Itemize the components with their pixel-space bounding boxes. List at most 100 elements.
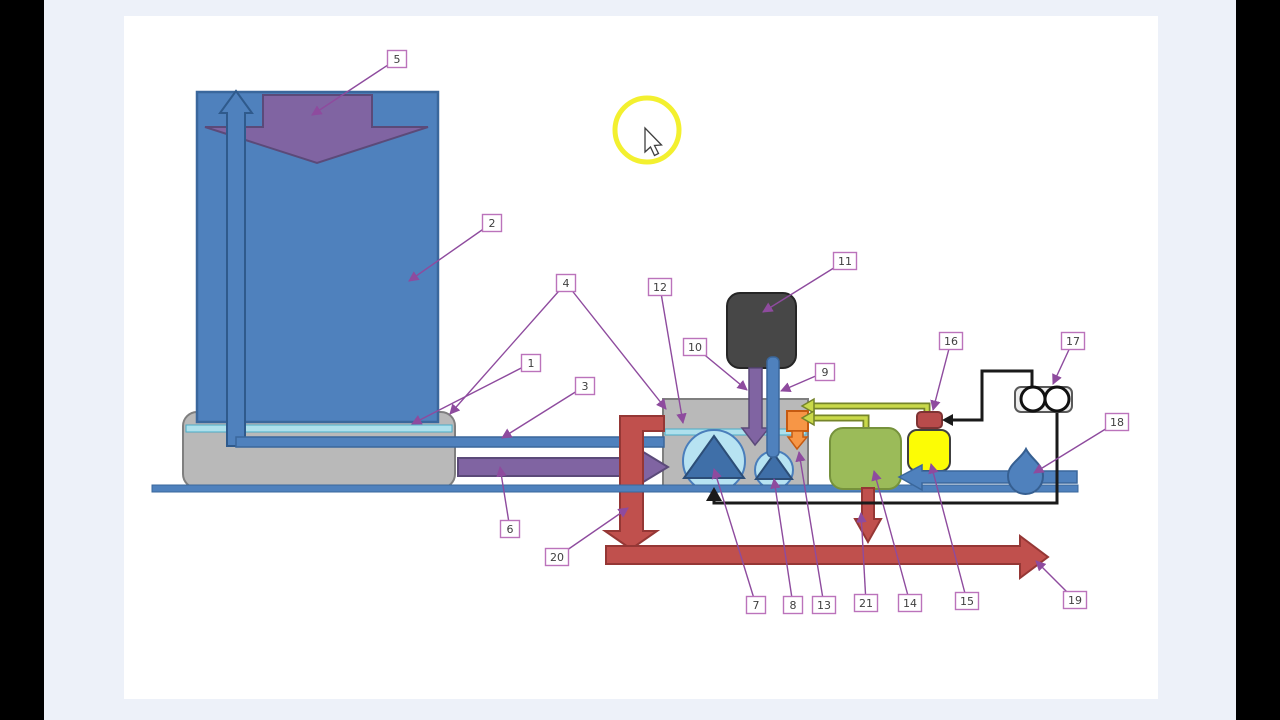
callout-number: 14 (903, 597, 917, 610)
callout-box (1062, 590, 1088, 610)
blue-return-pipe (766, 356, 780, 458)
callout-20: 20 (544, 507, 629, 567)
callout-number: 8 (790, 599, 797, 612)
air-down-arrow (204, 94, 429, 165)
signal-arrowhead-left (942, 414, 953, 426)
callout-box (386, 49, 408, 69)
chemical-drain-pipe (853, 487, 883, 545)
callout-number: 2 (489, 217, 496, 230)
signal-arrowhead-up (706, 487, 722, 501)
callout-leader-line (795, 450, 825, 606)
callout-17: 17 (1052, 331, 1086, 385)
callout-box (782, 595, 804, 615)
callout-15: 15 (928, 462, 980, 611)
chemical-tank-green (829, 427, 902, 490)
dosing-line-a (812, 404, 929, 413)
callout-box (499, 519, 521, 539)
callout-10: 10 (682, 337, 748, 391)
callout-1: 1 (411, 353, 542, 425)
callout-box (544, 547, 570, 567)
callout-leader-line (565, 282, 667, 410)
sensor-dial-left (1019, 385, 1047, 413)
callout-number: 1 (528, 357, 535, 370)
callout-number: 19 (1068, 594, 1082, 607)
callout-number: 11 (838, 255, 852, 268)
callout-box (897, 593, 923, 613)
callout-box (811, 595, 837, 615)
ground-line (151, 484, 1079, 493)
callout-number: 13 (817, 599, 831, 612)
callout-number: 4 (563, 277, 570, 290)
callout-number: 17 (1066, 335, 1080, 348)
pump-tank-water-level (664, 428, 807, 436)
callout-leader-line (711, 467, 757, 606)
purple-feed-pipe (740, 367, 771, 447)
letterbox-right (1236, 0, 1280, 720)
callout-leader-line (871, 469, 911, 604)
callout-21: 21 (853, 511, 879, 613)
chemical-tank-yellow (907, 429, 951, 472)
callout-4: 4 (449, 273, 667, 415)
callout-number: 15 (960, 595, 974, 608)
callout-leader-line (1033, 421, 1118, 474)
callout-box (853, 593, 879, 613)
callout-2: 2 (408, 213, 503, 282)
callout-box (647, 277, 673, 297)
callout-leader-line (411, 362, 532, 425)
callout-leader-line (501, 385, 586, 439)
callout-leader-line (496, 465, 511, 530)
signal-line-valve (952, 369, 1034, 422)
callout-box (574, 376, 596, 396)
dosing-valve (916, 411, 943, 429)
callout-box (938, 331, 964, 351)
callout-14: 14 (871, 469, 923, 613)
callout-3: 3 (501, 376, 596, 439)
callout-leader-line (408, 222, 493, 282)
callout-11: 11 (762, 251, 858, 313)
callout-7: 7 (711, 467, 767, 615)
callout-leader-line (762, 260, 846, 313)
callout-leader-line (659, 286, 687, 425)
callout-leader-line (770, 477, 794, 606)
arrow-pointer-icon[interactable] (644, 126, 663, 157)
callout-leader-line (311, 58, 398, 116)
callout-number: 16 (944, 335, 958, 348)
dosing-arrowhead-a (800, 397, 815, 415)
callout-leader-line (928, 462, 968, 602)
callout-leader-line (856, 511, 867, 604)
injector-box (786, 410, 809, 432)
motor-box (726, 292, 797, 369)
callout-number: 20 (550, 551, 564, 564)
callout-number: 7 (753, 599, 760, 612)
callout-box (481, 213, 503, 233)
suction-pipe (235, 436, 665, 448)
callout-box (1060, 331, 1086, 351)
yellow-ring-icon (612, 95, 682, 165)
callout-box (954, 591, 980, 611)
callout-13: 13 (795, 450, 837, 615)
callout-box (832, 251, 858, 271)
callout-number: 21 (859, 597, 873, 610)
callout-16: 16 (930, 331, 964, 412)
basin-water-level (185, 424, 453, 433)
callout-number: 18 (1110, 416, 1124, 429)
sensor-dial-right (1043, 385, 1071, 413)
letterbox-left (0, 0, 44, 720)
callout-box (682, 337, 708, 357)
callout-number: 9 (822, 366, 829, 379)
dosing-line-b (812, 416, 868, 429)
callout-box (1104, 412, 1130, 432)
callout-box (814, 362, 836, 382)
callout-number: 3 (582, 380, 589, 393)
callout-leader-line (930, 340, 952, 412)
injector-down-arrow (786, 430, 809, 451)
callout-number: 12 (653, 281, 667, 294)
callout-number: 10 (688, 341, 702, 354)
callout-9: 9 (780, 362, 836, 393)
callout-18: 18 (1033, 412, 1130, 474)
callout-box (745, 595, 767, 615)
callout-number: 6 (507, 523, 514, 536)
callout-5: 5 (311, 49, 408, 116)
